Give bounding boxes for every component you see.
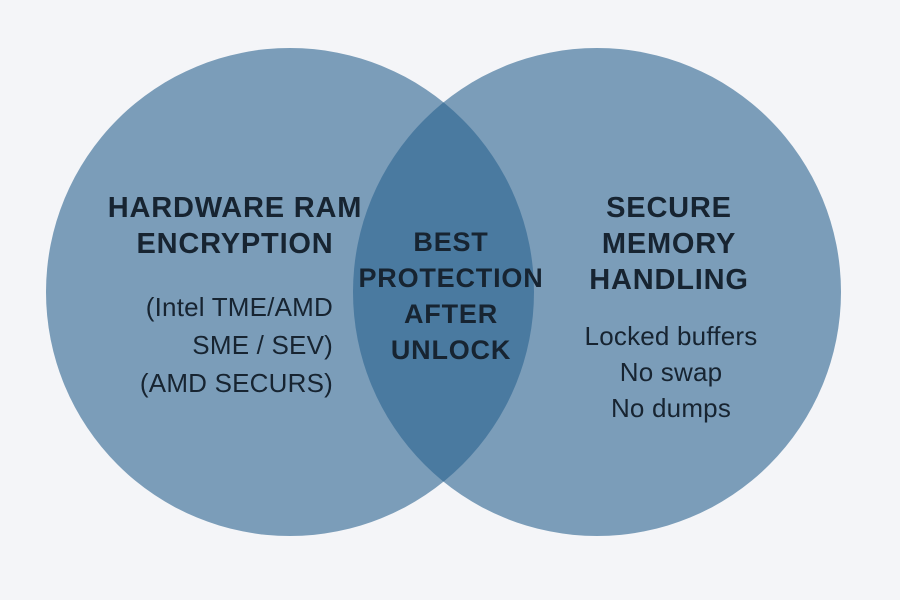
left-subtitle-line: SME / SEV)	[192, 330, 333, 360]
right-item: No dumps	[610, 393, 732, 423]
overlap-label-line: BEST	[413, 227, 489, 257]
left-subtitle-line: (AMD SECURS)	[139, 368, 333, 398]
overlap-label-line: PROTECTION	[358, 263, 544, 293]
left-subtitle-line: (Intel TME/AMD	[145, 292, 333, 322]
overlap-label-line: AFTER	[404, 299, 498, 329]
left-circle-title: HARDWARE RAM ENCRYPTION	[75, 190, 395, 262]
overlap-label-line: UNLOCK	[390, 335, 512, 365]
left-title-line: ENCRYPTION	[136, 228, 334, 260]
right-item: Locked buffers	[584, 321, 758, 351]
right-circle-items: Locked buffers No swap No dumps	[511, 318, 831, 426]
right-circle	[353, 48, 841, 536]
overlap-label: BEST PROTECTION AFTER UNLOCK	[321, 224, 581, 368]
right-title-line: HANDLING	[589, 264, 749, 296]
left-circle-subtitle: (Intel TME/AMD SME / SEV) (AMD SECURS)	[93, 288, 333, 402]
left-title-line: HARDWARE RAM	[107, 192, 363, 224]
right-circle-title: SECURE MEMORY HANDLING	[509, 190, 829, 298]
right-item: No swap	[619, 357, 723, 387]
right-title-line: MEMORY	[601, 228, 737, 260]
right-title-line: SECURE	[606, 192, 732, 224]
